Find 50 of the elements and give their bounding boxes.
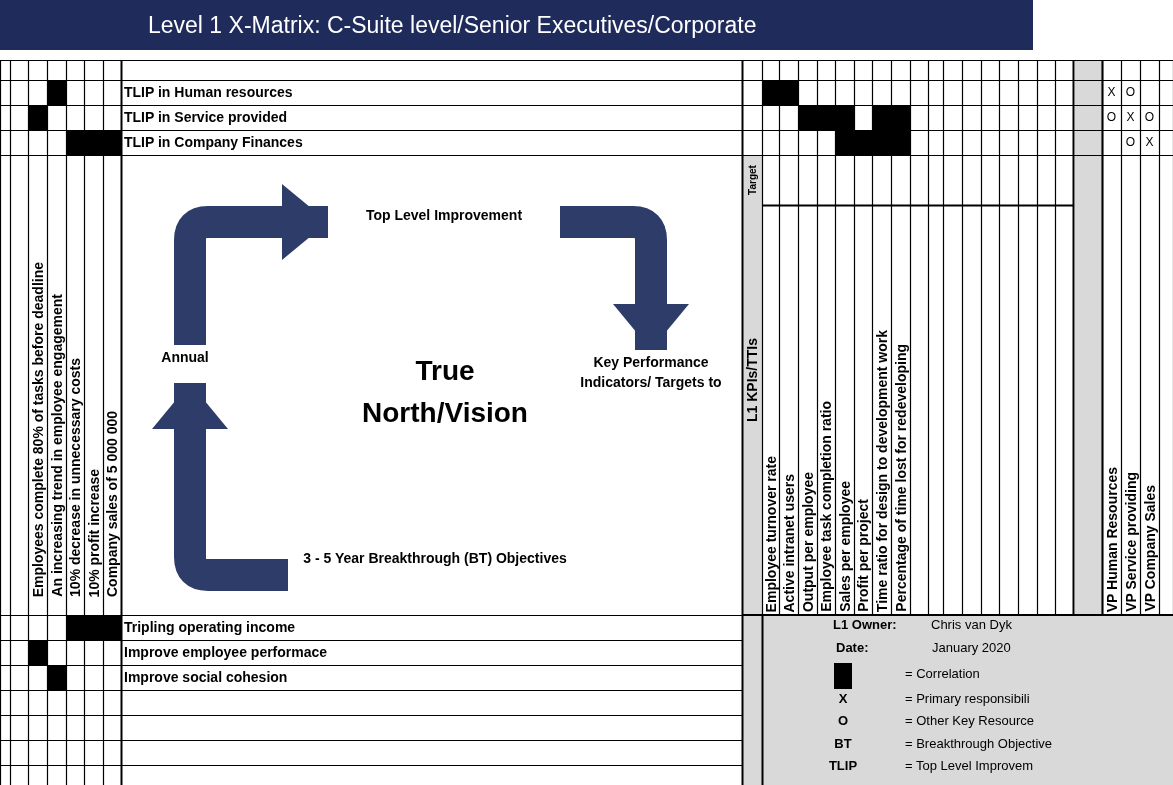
field-label: Date: [836, 640, 869, 656]
legend-key: TLIP [828, 758, 858, 774]
flow-label: Key Performance Indicators/ Targets to [565, 352, 737, 392]
responsibility-mark: O [1144, 110, 1155, 124]
column-heading: Profit per project [855, 499, 872, 612]
legend-text: = Top Level Improvem [905, 758, 1034, 774]
legend-text: = Correlation [905, 666, 980, 682]
column-heading: Percentage of time lost for redeveloping [892, 344, 910, 612]
row-heading: TLIP in Human resources [124, 83, 293, 101]
legend-text: = Other Key Resource [905, 713, 1034, 729]
legend-key: X [838, 691, 848, 707]
column-heading: Employee turnover rate [762, 455, 780, 612]
legend-text: = Primary responsibili [905, 691, 1030, 707]
column-heading: Output per employee [799, 471, 817, 612]
column-heading: Active intranet users [780, 473, 798, 612]
column-heading: VP Service providing [1122, 472, 1140, 612]
row-heading: Improve employee performace [124, 643, 328, 661]
field-value: Chris van Dyk [931, 617, 1012, 633]
responsibility-mark: X [1107, 85, 1116, 99]
column-heading: Target [746, 165, 759, 195]
field-value: January 2020 [932, 640, 1011, 656]
column-heading: Company sales of 5 000 000 [104, 411, 121, 597]
center-heading: True North/Vision [361, 354, 529, 430]
flow-label: Top Level Improvement [330, 205, 558, 225]
column-heading: 10% profit increase [85, 468, 103, 597]
title-banner: Level 1 X-Matrix: C-Suite level/Senior Executives/Corporate [0, 0, 1033, 50]
column-heading: 10% decrease in unnecessary costs [67, 358, 84, 597]
column-heading: VP Human Resources [1103, 466, 1121, 612]
column-heading: VP Company Sales [1141, 485, 1159, 612]
responsibility-mark: X [1145, 135, 1154, 149]
column-heading: Employees complete 80% of tasks before deadline [29, 261, 47, 597]
responsibility-mark: O [1106, 110, 1117, 124]
row-heading: TLIP in Service provided [124, 108, 288, 126]
column-heading: Employee task completion ratio [818, 401, 835, 612]
row-heading: Tripling operating income [124, 618, 296, 636]
column-heading: Time ratio for design to development work [873, 329, 891, 612]
responsibility-mark: O [1125, 135, 1136, 149]
column-heading: L1 KPIs/TTIs [744, 338, 761, 422]
flow-label: Annual [150, 347, 220, 367]
column-heading: An increasing trend in employee engagement [48, 294, 66, 597]
column-heading: Sales per employee [836, 481, 854, 612]
responsibility-mark: O [1125, 85, 1136, 99]
row-heading: Improve social cohesion [124, 668, 288, 686]
flow-label: 3 - 5 Year Breakthrough (BT) Objectives [290, 548, 580, 568]
field-label: L1 Owner: [833, 617, 897, 633]
row-heading: TLIP in Company Finances [124, 133, 303, 151]
legend-key: O [837, 713, 849, 729]
legend-text: = Breakthrough Objective [905, 736, 1053, 752]
legend-key: BT [834, 736, 852, 752]
responsibility-mark: X [1126, 110, 1135, 124]
